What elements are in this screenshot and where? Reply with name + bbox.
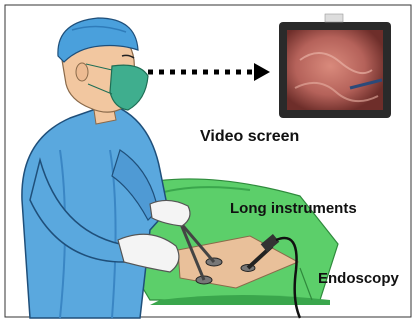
endoscopy-label: Endoscopy (318, 270, 399, 287)
video-screen-label: Video screen (200, 128, 299, 146)
dotted-arrow (148, 63, 270, 81)
arrow-head-icon (254, 63, 270, 81)
endoscope-view (287, 30, 383, 110)
surgical-mask (110, 65, 148, 110)
long-instruments-label: Long instruments (230, 200, 357, 217)
video-monitor (279, 14, 391, 118)
